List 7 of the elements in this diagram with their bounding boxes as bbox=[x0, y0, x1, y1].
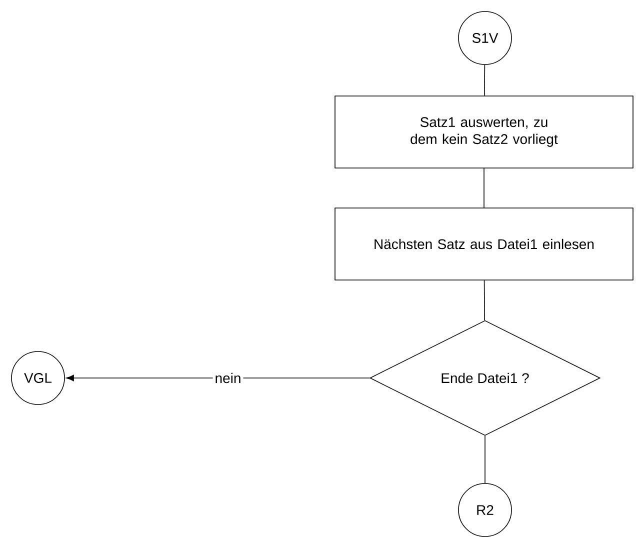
connector-line bbox=[484, 436, 486, 484]
arrow bbox=[66, 374, 370, 382]
process-box: Nächsten Satz aus Datei1 einlesen bbox=[334, 208, 634, 280]
edge-label: nein bbox=[212, 370, 244, 386]
process-box: Satz1 auswerten, zu dem kein Satz2 vorliegt bbox=[334, 96, 634, 168]
connector-line bbox=[484, 64, 486, 96]
connector-line bbox=[484, 280, 485, 321]
